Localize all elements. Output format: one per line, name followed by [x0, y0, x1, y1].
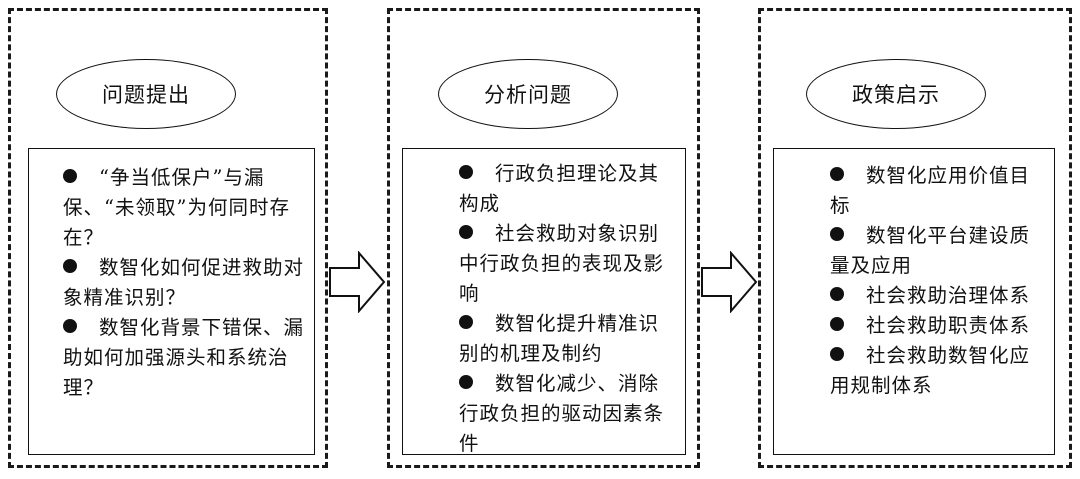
bullet-icon — [63, 319, 77, 333]
list-item: 社会救助数智化应用规制体系 — [830, 341, 1046, 401]
panel-policy: 政策启示 数智化应用价值目标 数智化平台建设质量及应用 社会救助治理体系 社会救… — [758, 8, 1072, 468]
item-list: 数智化应用价值目标 数智化平台建设质量及应用 社会救助治理体系 社会救助职责体系… — [830, 161, 1046, 401]
bullet-icon — [830, 227, 844, 241]
hollow-right-arrow-icon — [329, 251, 386, 313]
ellipse-title-policy: 政策启示 — [806, 59, 986, 129]
content-box-analysis: 行政负担理论及其构成 社会救助对象识别中行政负担的表现及影响 数智化提升精准识别… — [402, 148, 686, 455]
item-text: 数智化应用价值目标 — [830, 164, 1031, 217]
content-box-problem: “争当低保户”与漏保、“未领取”为何同时存在？ 数智化如何促进救助对象精准识别？… — [28, 148, 315, 455]
item-text: 数智化提升精准识别的机理及制约 — [459, 312, 660, 365]
item-text: 社会救助对象识别中行政负担的表现及影响 — [459, 222, 665, 305]
bullet-icon — [830, 287, 844, 301]
panel-analysis: 分析问题 行政负担理论及其构成 社会救助对象识别中行政负担的表现及影响 数智化提… — [387, 8, 700, 468]
item-text: 社会救助职责体系 — [866, 314, 1031, 337]
item-text: 社会救助治理体系 — [866, 284, 1031, 307]
bullet-icon — [830, 347, 844, 361]
list-item: 社会救助治理体系 — [830, 281, 1046, 311]
list-item: “争当低保户”与漏保、“未领取”为何同时存在？ — [63, 163, 304, 253]
list-item: 数智化平台建设质量及应用 — [830, 221, 1046, 281]
bullet-icon — [459, 225, 473, 239]
list-item: 行政负担理论及其构成 — [459, 159, 677, 219]
bullet-icon — [63, 169, 77, 183]
item-list: “争当低保户”与漏保、“未领取”为何同时存在？ 数智化如何促进救助对象精准识别？… — [63, 163, 304, 403]
item-text: 数智化背景下错保、漏助如何加强源头和系统治理？ — [63, 316, 305, 399]
ellipse-title-problem: 问题提出 — [56, 59, 236, 129]
list-item: 数智化应用价值目标 — [830, 161, 1046, 221]
bullet-icon — [63, 259, 77, 273]
item-text: “争当低保户”与漏保、“未领取”为何同时存在？ — [63, 166, 290, 249]
item-list: 行政负担理论及其构成 社会救助对象识别中行政负担的表现及影响 数智化提升精准识别… — [459, 159, 677, 459]
item-text: 行政负担理论及其构成 — [459, 162, 660, 215]
list-item: 数智化减少、消除行政负担的驱动因素条件 — [459, 369, 677, 459]
item-text: 数智化平台建设质量及应用 — [830, 224, 1031, 277]
panel-problem: 问题提出 “争当低保户”与漏保、“未领取”为何同时存在？ 数智化如何促进救助对象… — [8, 8, 328, 468]
item-text: 数智化如何促进救助对象精准识别？ — [63, 256, 305, 309]
list-item: 数智化背景下错保、漏助如何加强源头和系统治理？ — [63, 313, 304, 403]
item-text: 数智化减少、消除行政负担的驱动因素条件 — [459, 372, 665, 455]
bullet-icon — [459, 165, 473, 179]
hollow-right-arrow-icon — [701, 251, 758, 313]
bullet-icon — [459, 315, 473, 329]
bullet-icon — [459, 375, 473, 389]
list-item: 数智化提升精准识别的机理及制约 — [459, 309, 677, 369]
list-item: 数智化如何促进救助对象精准识别？ — [63, 253, 304, 313]
list-item: 社会救助对象识别中行政负担的表现及影响 — [459, 219, 677, 309]
list-item: 社会救助职责体系 — [830, 311, 1046, 341]
bullet-icon — [830, 317, 844, 331]
content-box-policy: 数智化应用价值目标 数智化平台建设质量及应用 社会救助治理体系 社会救助职责体系… — [773, 148, 1055, 455]
ellipse-title-analysis: 分析问题 — [438, 59, 618, 129]
bullet-icon — [830, 167, 844, 181]
item-text: 社会救助数智化应用规制体系 — [830, 344, 1031, 397]
